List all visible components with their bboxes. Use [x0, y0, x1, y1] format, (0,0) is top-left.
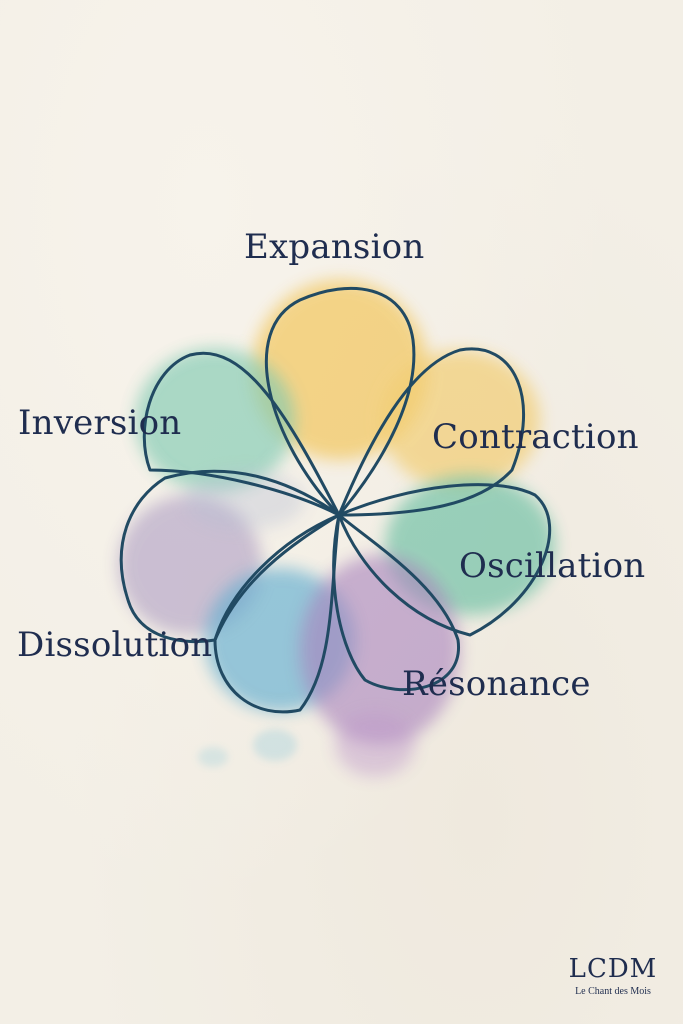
wash-purple-drip — [335, 713, 415, 777]
label-contraction: Contraction — [432, 417, 639, 457]
wash-blue-drop — [198, 747, 228, 767]
wash-grey-mid — [185, 470, 305, 530]
label-resonance: Résonance — [402, 664, 591, 704]
petal-inversion-outline — [142, 351, 341, 517]
label-oscillation: Oscillation — [459, 546, 646, 586]
brand-mark: LCDM Le Chant des Mois — [560, 956, 666, 998]
wash-yellow-right — [380, 350, 540, 490]
brand-subtitle: Le Chant des Mois — [575, 986, 651, 997]
petal-oscillation-outline — [337, 483, 552, 637]
petal-dissolution-outline — [213, 513, 341, 714]
petal-expansion-outline — [264, 286, 416, 517]
wash-teal-left — [135, 348, 295, 492]
petal-dissolution-inner-outline — [119, 469, 341, 644]
label-inversion: Inversion — [18, 403, 182, 443]
label-expansion: Expansion — [244, 227, 425, 267]
petal-contraction-outline — [337, 347, 526, 517]
wash-blue-drip — [253, 729, 297, 761]
petal-outlines — [119, 286, 552, 714]
wash-purple-bottom — [300, 555, 460, 745]
brand-logo: LCDM — [568, 954, 658, 984]
petal-resonance-outline — [332, 513, 460, 692]
label-dissolution: Dissolution — [17, 625, 213, 665]
